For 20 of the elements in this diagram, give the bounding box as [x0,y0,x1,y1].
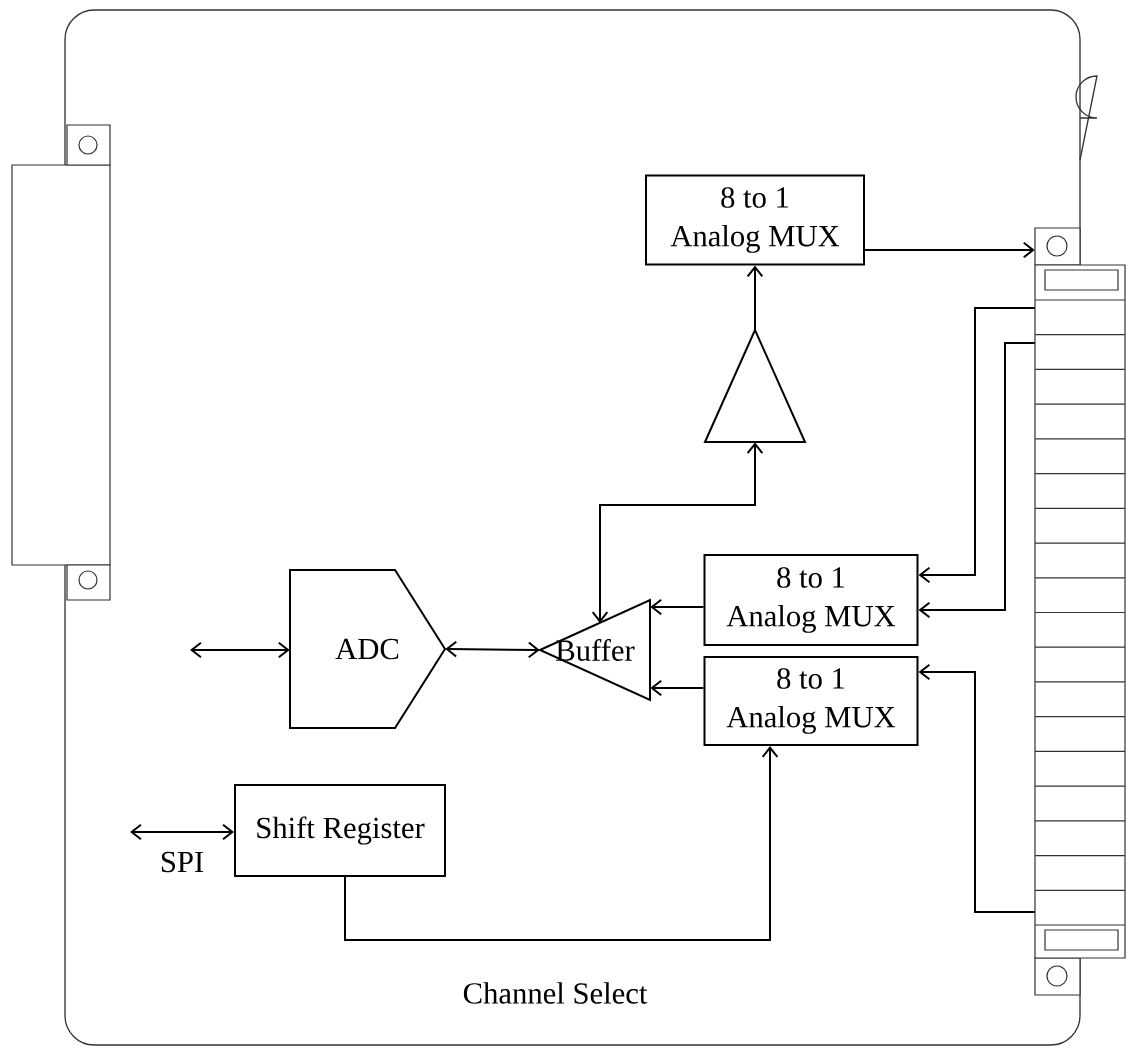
arrow [864,241,1035,259]
edge-connector [1034,227,1126,996]
arrow [344,746,779,941]
arrow [591,442,764,623]
arrow [650,679,705,697]
mux-box: 8 to 1 Analog MUX [645,174,865,266]
arrow [650,598,705,616]
register-box: Shift Register [234,784,446,877]
edge-label: Channel Select [459,979,651,1007]
adc-block: ADC [289,569,447,729]
arrow [918,342,1036,619]
edge-label: SPI [157,849,207,875]
arrow [746,265,764,331]
mux-box: 8 to 1 Analog MUX [703,656,919,746]
arrow [918,307,1036,584]
mux-box: 8 to 1 Analog MUX [703,554,919,646]
arrow [190,641,290,659]
arrow [130,823,234,841]
arrow [918,663,1036,913]
arrow [445,640,540,659]
